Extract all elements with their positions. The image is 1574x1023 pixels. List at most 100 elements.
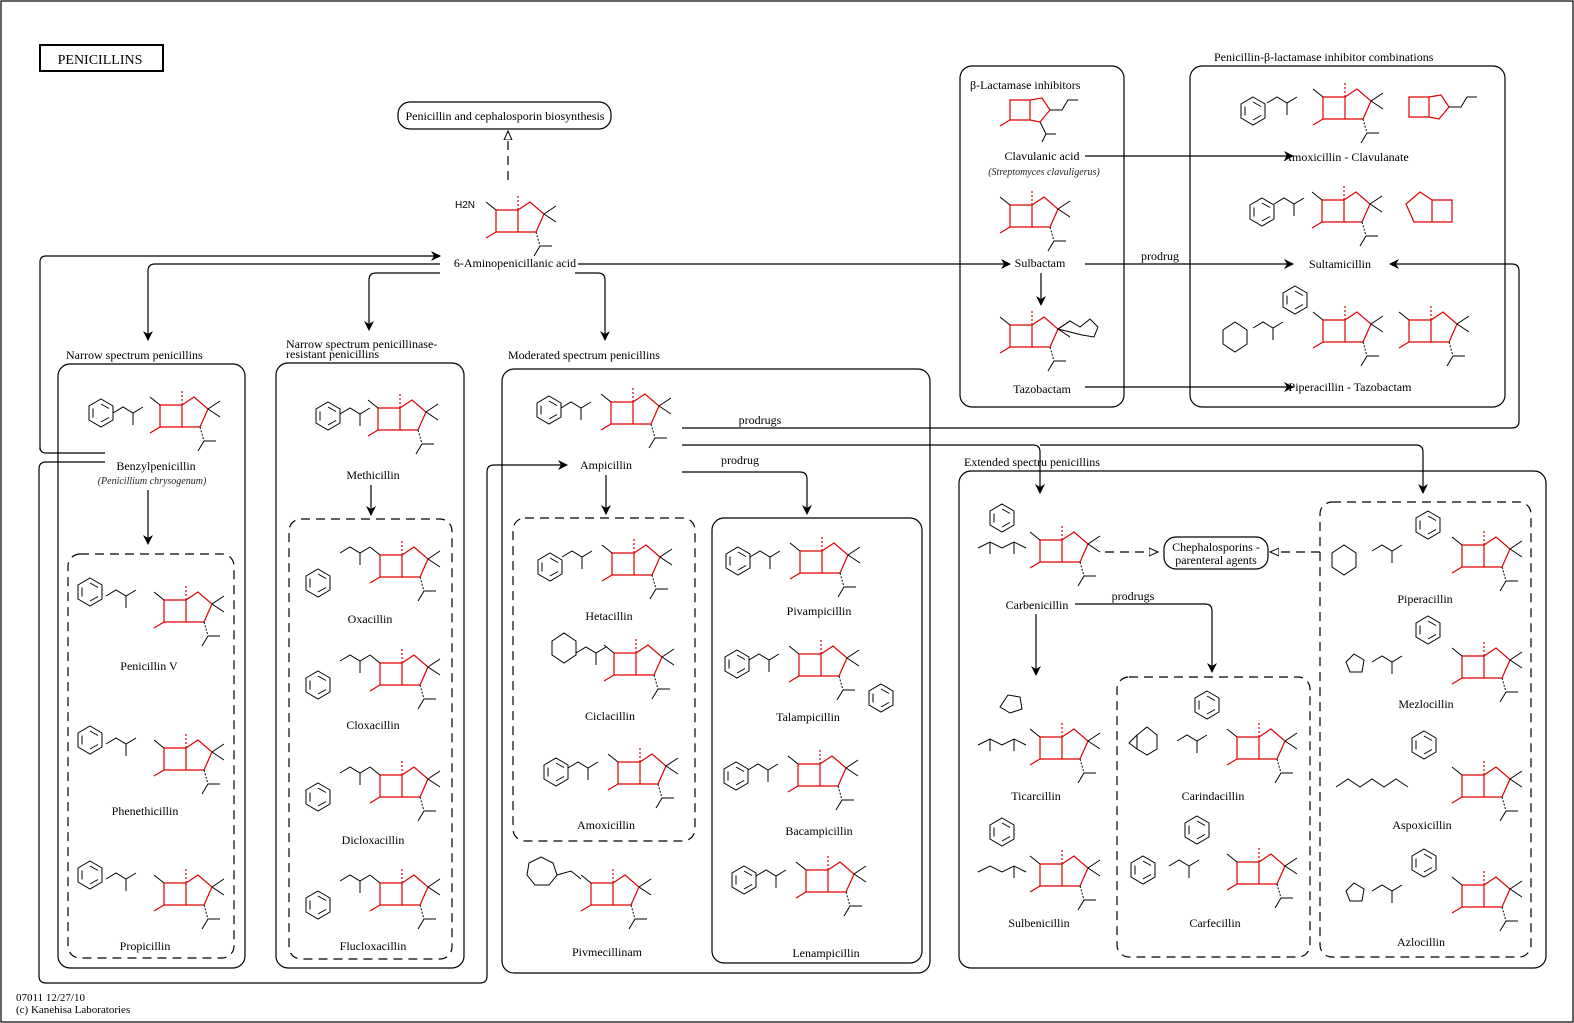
compound-penicillin-v[interactable]: Penicillin V	[120, 659, 178, 673]
compound-carbenicillin[interactable]: Carbenicillin	[1006, 598, 1069, 612]
compound-lenampicillin[interactable]: Lenampicillin	[792, 946, 859, 960]
structure-azlocillin	[1345, 848, 1523, 932]
compound-talampicillin[interactable]: Talampicillin	[776, 710, 840, 724]
compound-sultamicillin[interactable]: Sultamicillin	[1309, 257, 1371, 271]
edge-label-prodrugs: prodrugs	[739, 413, 782, 427]
compound-propicillin[interactable]: Propicillin	[120, 939, 171, 953]
structure-pivmecillinam	[526, 856, 652, 930]
group-benzylpenicillin-derivatives	[67, 553, 235, 959]
copyright: (c) Kanehisa Laboratories	[16, 1004, 130, 1016]
group-ampicillin-esters	[711, 517, 923, 964]
organism-penicillium-chrysogenum: (Penicillium chrysogenum)	[98, 476, 207, 487]
compound-azlocillin[interactable]: Azlocillin	[1397, 935, 1445, 949]
compound-piperacillin-tazobactam[interactable]: Piperacillin - Tazobactam	[1289, 380, 1413, 394]
structure-piperacillin	[1331, 510, 1523, 592]
map-id-date: 07011 12/27/10	[16, 992, 85, 1004]
compound-6-aminopenicillanic-acid[interactable]: 6-Aminopenicillanic acid	[454, 256, 576, 270]
compound-piperacillin[interactable]: Piperacillin	[1397, 592, 1452, 606]
structure-sultamicillin	[1249, 185, 1453, 247]
structure-sulbactam	[999, 190, 1071, 252]
group-label-moderated: Moderated spectrum penicillins	[508, 348, 660, 362]
group-moderated-spectrum	[501, 368, 931, 974]
edge-benzylpenicillin-to-6apa	[39, 251, 441, 450]
edge-benzyl-to-ampicillin	[38, 460, 568, 984]
compound-amoxicillin-clavulanate[interactable]: Amoxicillin - Clavulanate	[1283, 150, 1408, 164]
edge-6apa-to-moderated	[575, 272, 610, 341]
structure-flucloxacillin	[305, 868, 441, 930]
compound-hetacillin[interactable]: Hetacillin	[585, 609, 632, 623]
group-extended-spectrum	[958, 470, 1547, 969]
link-cephalosporins-parenteral[interactable]: Chephalosporins - parenteral agents	[1163, 536, 1269, 570]
group-inhibitor-combinations	[1189, 65, 1506, 408]
compound-carindacillin[interactable]: Carindacillin	[1182, 789, 1245, 803]
structure-carfecillin	[1130, 815, 1298, 909]
structure-propicillin	[77, 860, 225, 930]
structure-aspoxicillin	[1335, 730, 1523, 822]
compound-sulbactam[interactable]: Sulbactam	[1015, 256, 1066, 270]
group-label-extended: Extended spectru penicillins	[964, 455, 1100, 469]
group-isoxazolyl-penicillins	[288, 518, 453, 960]
compound-pivmecillinam[interactable]: Pivmecillinam	[572, 945, 643, 959]
group-label-combinations: Penicillin-β-lactamase inhibitor combina…	[1214, 50, 1434, 64]
structure-methicillin	[315, 393, 439, 455]
svg-text:PENICILLINS: PENICILLINS	[58, 53, 143, 68]
structure-clavulanic-acid	[999, 97, 1078, 143]
group-ureidopenicillins	[1319, 501, 1532, 958]
link-penicillin-cephalosporin-biosynthesis[interactable]: Penicillin and cephalosporin biosynthesi…	[397, 101, 612, 130]
structure-sulbenicillin	[977, 817, 1101, 911]
structure-oxacillin	[305, 540, 441, 602]
compound-benzylpenicillin[interactable]: Benzylpenicillin	[116, 459, 195, 473]
structure-phenethicillin	[77, 725, 225, 795]
group-label-narrow: Narrow spectrum penicillins	[66, 348, 203, 362]
compound-clavulanic-acid[interactable]: Clavulanic acid	[1005, 149, 1080, 163]
edge-ampicillin-to-sultamicillin	[682, 259, 1520, 429]
structure-tazobactam	[999, 310, 1099, 372]
compound-ticarcillin[interactable]: Ticarcillin	[1011, 789, 1061, 803]
compound-bacampicillin[interactable]: Bacampicillin	[785, 824, 852, 838]
structure-piperacillin-tazobactam	[1222, 285, 1470, 367]
structure-bacampicillin	[723, 749, 859, 811]
structure-dicloxacillin	[305, 760, 441, 822]
group-label-narrow-resistant-1: Narrow spectrum penicillinase-	[286, 337, 437, 351]
edge-ampicillin-to-ureidopenicillins	[1040, 444, 1428, 494]
group-label-inhibitors: β-Lactamase inhibitors	[970, 78, 1081, 92]
structure-amoxicillin-clavulanate	[1240, 82, 1477, 144]
compound-ciclacillin[interactable]: Ciclacillin	[585, 709, 635, 723]
structure-amoxicillin	[543, 747, 679, 809]
organism-streptomyces-clavuligerus: (Streptomyces clavuligerus)	[988, 167, 1100, 178]
group-ampicillin-analogues	[512, 517, 696, 842]
compound-dicloxacillin[interactable]: Dicloxacillin	[342, 833, 405, 847]
compound-ampicillin[interactable]: Ampicillin	[580, 458, 632, 472]
compound-phenethicillin[interactable]: Phenethicillin	[112, 804, 179, 818]
edge-ampicillin-to-esters	[682, 471, 812, 515]
structure-ticarcillin	[977, 694, 1101, 784]
structure-carindacillin	[1128, 690, 1298, 784]
group-carbenicillin-esters	[1116, 676, 1311, 958]
svg-text:Chephalosporins -: Chephalosporins -	[1172, 540, 1260, 554]
svg-text:parenteral agents: parenteral agents	[1175, 553, 1257, 567]
compound-carfecillin[interactable]: Carfecillin	[1189, 916, 1240, 930]
edge-ampicillin-to-carbenicillin	[682, 444, 1045, 494]
structure-carbenicillin	[977, 503, 1101, 587]
edge-label-prodrugs-carbenicillin: prodrugs	[1112, 589, 1155, 603]
structure-6-aminopenicillanic-acid	[485, 195, 557, 257]
compound-flucloxacillin[interactable]: Flucloxacillin	[340, 939, 407, 953]
structure-pivampicillin	[725, 536, 861, 598]
compound-sulbenicillin[interactable]: Sulbenicillin	[1008, 916, 1069, 930]
compound-pivampicillin[interactable]: Pivampicillin	[787, 604, 852, 618]
compound-tazobactam[interactable]: Tazobactam	[1013, 382, 1071, 396]
compound-amoxicillin[interactable]: Amoxicillin	[577, 818, 635, 832]
compound-oxacillin[interactable]: Oxacillin	[348, 612, 393, 626]
edge-6apa-to-narrow	[143, 263, 440, 341]
compound-cloxacillin[interactable]: Cloxacillin	[346, 718, 399, 732]
structure-ciclacillin	[551, 632, 675, 700]
compound-mezlocillin[interactable]: Mezlocillin	[1398, 697, 1453, 711]
edge-label-prodrug: prodrug	[721, 453, 759, 467]
compound-aspoxicillin[interactable]: Aspoxicillin	[1392, 818, 1451, 832]
map-title: PENICILLINS	[39, 44, 164, 72]
compound-methicillin[interactable]: Methicillin	[346, 468, 399, 482]
group-narrow-spectrum	[57, 363, 246, 969]
atom-label: H2N	[455, 200, 475, 211]
group-narrow-resistant	[275, 362, 465, 969]
